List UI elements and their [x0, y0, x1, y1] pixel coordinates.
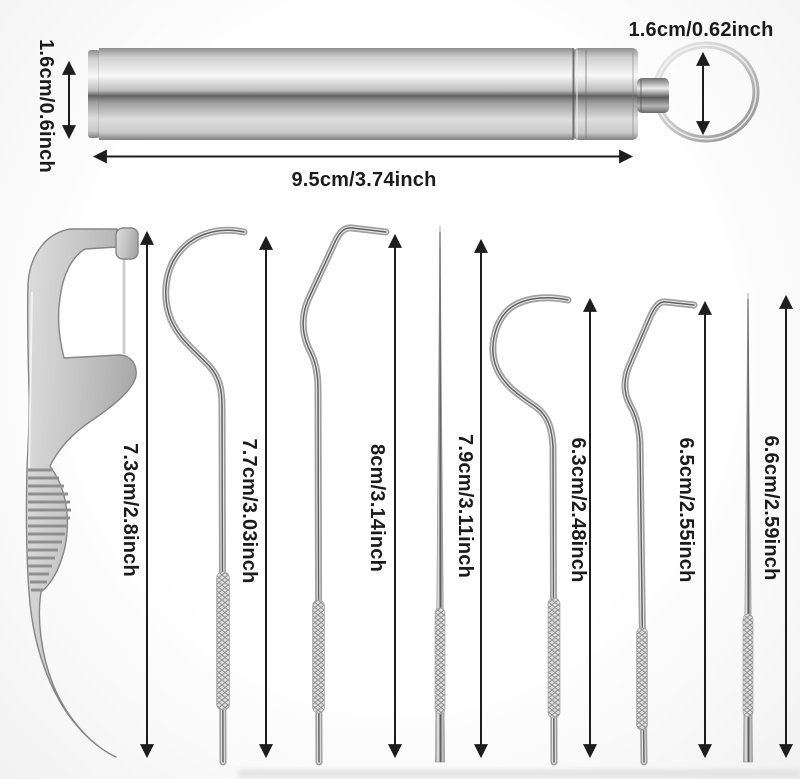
curved-hook-pick-art [489, 294, 572, 766]
needle-pick-length-label: 6.6cm/2.59inch [760, 435, 782, 581]
holder-body [99, 48, 573, 140]
needle-pick-art [742, 292, 754, 763]
keyring-diameter-label: 1.6cm/0.62inch [628, 19, 774, 41]
holder-length-label: 9.5cm/3.74inch [291, 169, 437, 191]
floss-tip-cap [115, 227, 139, 260]
holder-nub [637, 78, 669, 113]
bent-pick-art [621, 298, 698, 766]
hook-pick-art [162, 226, 248, 766]
floss-pick-length-label: 7.3cm/2.8inch [119, 443, 141, 577]
curved-hook-pick-length-label: 6.3cm/2.48inch [567, 437, 589, 583]
straight-pick-art [434, 225, 446, 763]
floss-pick-art [25, 227, 139, 758]
dimension-arrows [62, 51, 793, 759]
bent-pick-length-label: 6.5cm/2.55inch [675, 437, 697, 583]
toothpick-holder-art [88, 41, 760, 143]
ground-shadow [238, 769, 800, 778]
holder-diameter-label: 1.6cm/0.6inch [35, 39, 57, 173]
angled-pick-length-label: 8cm/3.14inch [366, 443, 388, 573]
straight-pick-length-label: 7.9cm/3.11inch [454, 433, 476, 579]
grip-ribs [28, 468, 71, 592]
hook-pick-length-label: 7.7cm/3.03inch [238, 438, 260, 584]
angled-pick-art [299, 224, 390, 766]
holder-cap [573, 48, 638, 140]
holder-end-cap [88, 50, 100, 138]
